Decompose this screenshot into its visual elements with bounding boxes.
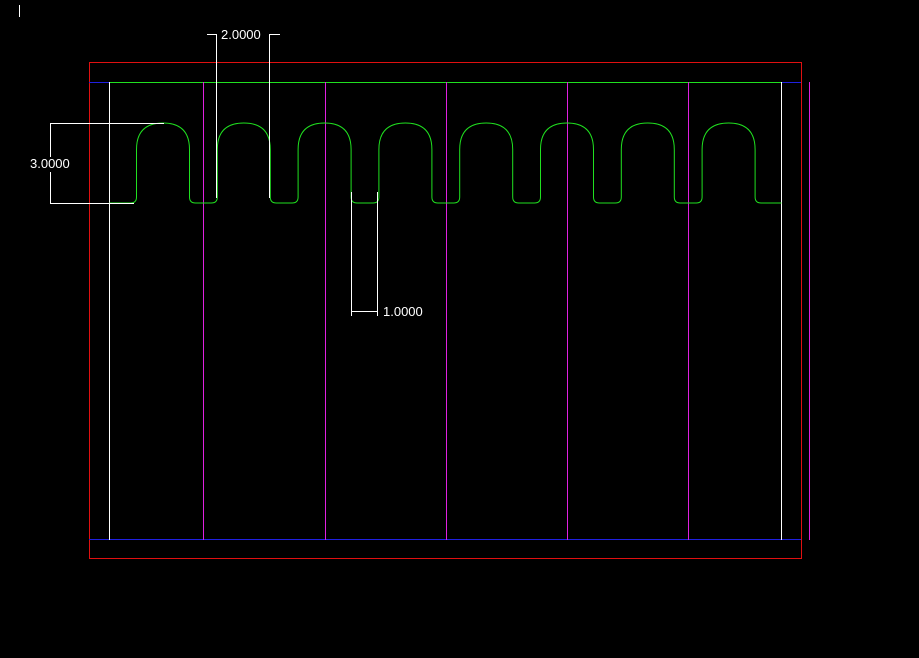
dimension-label-depth: 3.0000 (30, 156, 70, 171)
dimension-depth: 3.0000 (30, 123, 164, 204)
dimension-label-slot-width: 2.0000 (221, 27, 261, 42)
dimension-label-gap: 1.0000 (383, 304, 423, 319)
divider-lines (204, 82, 919, 540)
border-rectangle (90, 63, 802, 559)
slot-profile (110, 123, 782, 203)
dimension-gap: 1.0000 (352, 192, 423, 319)
dimension-slot-width: 2.0000 (207, 27, 280, 198)
